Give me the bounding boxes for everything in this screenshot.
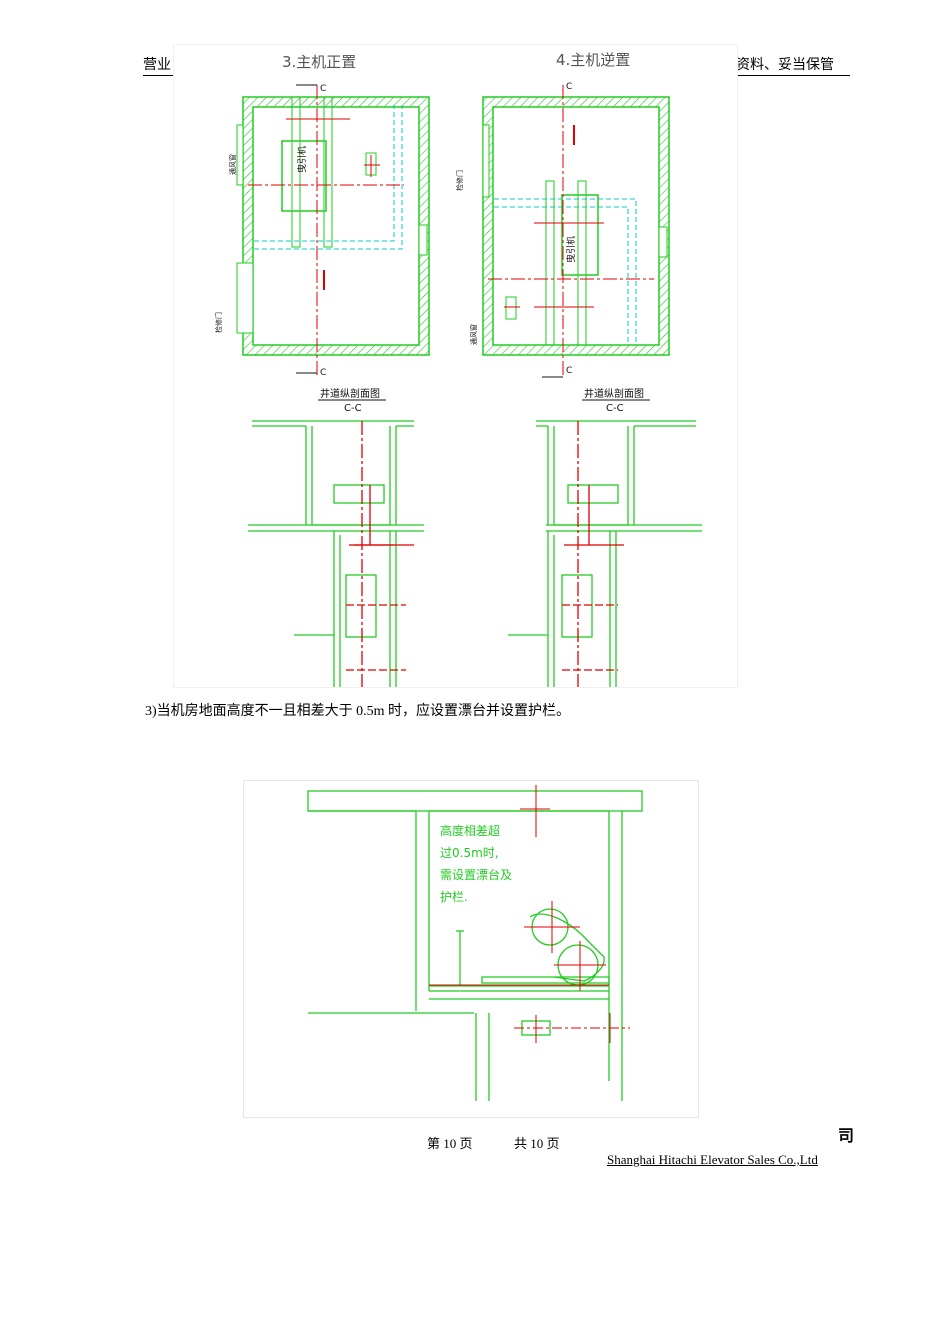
note-line-3: 需设置漂台及: [440, 867, 512, 882]
left-layout-title: 3.主机正置: [282, 53, 356, 71]
left-side-label-1: 通风窗: [228, 154, 237, 175]
left-section-view: [248, 420, 424, 687]
right-side-label-2: 通风窗: [469, 324, 478, 345]
left-center-label: 曳引机: [296, 146, 308, 173]
left-section-marker-bottom: C: [320, 368, 326, 378]
note-line-2: 过0.5m时,: [440, 846, 499, 860]
header-tail-char: 司: [838, 1126, 855, 1145]
left-side-label-2: 检修门: [214, 312, 223, 333]
right-section-marker-bottom: C: [566, 366, 572, 376]
note-line-1: 高度相差超: [440, 823, 500, 838]
right-section-marker-top: C: [566, 82, 572, 92]
left-plan-view: 曳引机 通风窗 检修门 C C: [214, 84, 430, 378]
right-center-label: 曳引机: [565, 236, 577, 263]
right-section-label: C-C: [606, 403, 624, 414]
machine-room-drawing: 3.主机正置 4.主机逆置 曳引机 通风窗 检修门 C C: [173, 44, 738, 688]
page-total: 共 10 页: [514, 1136, 560, 1151]
header-left-text: 营业: [143, 58, 179, 76]
header-right-text: 关资料、妥当保管: [722, 58, 850, 76]
left-plan-label: 井道纵剖面图: [320, 387, 380, 400]
right-plan-view: 曳引机 检修门 通风窗 C C: [455, 82, 670, 378]
body-paragraph: 3)当机房地面高度不一且相差大于 0.5m 时，应设置漂台并设置护栏。: [145, 704, 571, 719]
platform-railing-drawing: 高度相差超 过0.5m时, 需设置漂台及 护栏.: [243, 780, 699, 1118]
right-layout-title: 4.主机逆置: [556, 51, 630, 69]
left-section-marker-top: C: [320, 84, 326, 94]
left-section-label: C-C: [344, 403, 362, 414]
right-plan-label: 井道纵剖面图: [584, 387, 644, 400]
company-name: Shanghai Hitachi Elevator Sales Co.,Ltd: [607, 1152, 818, 1167]
right-side-label-1: 检修门: [455, 170, 464, 191]
page-number: 第 10 页: [427, 1136, 473, 1151]
note-line-4: 护栏.: [440, 889, 468, 904]
right-section-view: [508, 420, 702, 687]
